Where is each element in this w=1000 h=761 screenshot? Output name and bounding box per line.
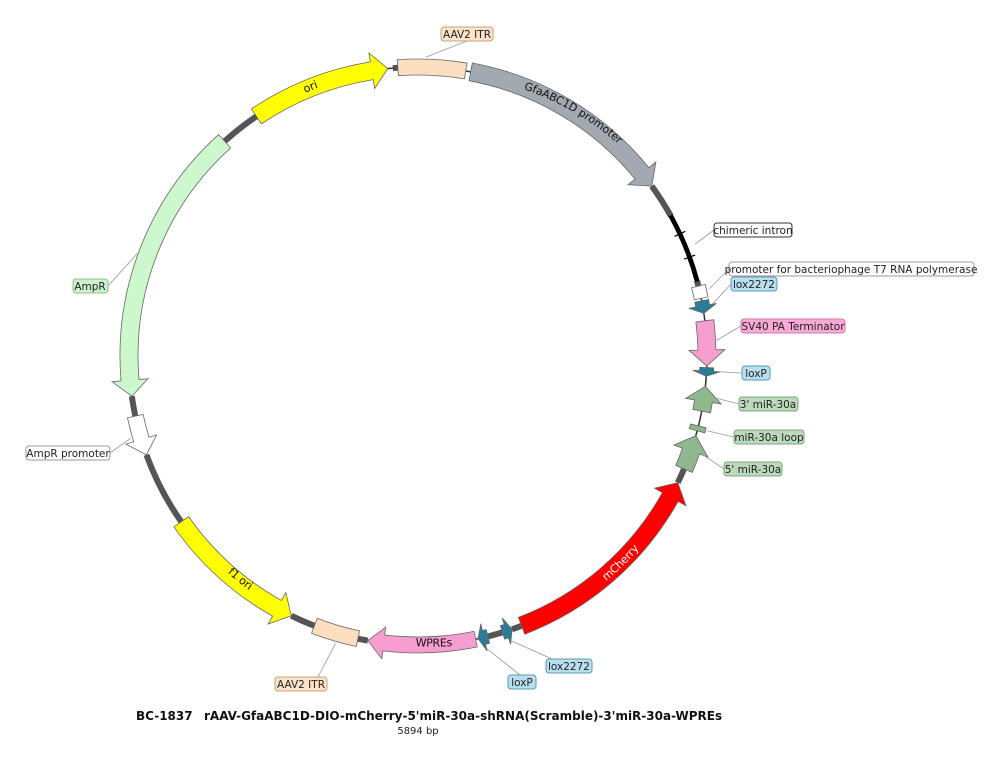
leader-line	[510, 640, 553, 660]
feature-ampr-promoter	[124, 413, 158, 456]
label-mir30a-loop: miR-30a loop	[733, 429, 805, 445]
label-3-mir30a-text: 3' miR-30a	[740, 399, 797, 411]
leader-line	[712, 283, 732, 305]
label-aav2-itr-top: AAV2 ITR	[440, 26, 494, 42]
leader-layer	[107, 40, 743, 678]
intron-tick	[683, 254, 696, 260]
label-lox2272-right-text: lox2272	[733, 279, 775, 291]
leader-line	[716, 371, 743, 374]
feature-label-gfaabc1d-text: GfaABC1D promoter	[523, 80, 626, 147]
leader-line	[716, 325, 742, 341]
plasmid-id: BC-1837	[136, 709, 193, 723]
label-ampr: AmpR	[72, 278, 109, 294]
feature-label-wpres: WPREs	[415, 636, 453, 650]
feature-5-mir-30a	[672, 435, 709, 473]
label-sv40-pa-terminator-text: SV40 PA Terminator	[741, 321, 845, 333]
feature-loxp	[692, 366, 721, 377]
backbone-segment	[649, 184, 674, 218]
backbone-segment	[487, 629, 504, 640]
label-sv40-pa-terminator: SV40 PA Terminator	[740, 318, 846, 334]
leader-line	[709, 268, 730, 290]
leader-line	[713, 397, 740, 405]
plasmid-size: 5894 bp	[397, 726, 438, 737]
feature-mcherry	[517, 482, 687, 635]
plasmid-name: rAAV-GfaABC1D-DIO-mCherry-5'miR-30a-shRN…	[204, 709, 722, 723]
label-t7-promoter-text: promoter for bacteriophage T7 RNA polyme…	[725, 264, 978, 276]
label-lox2272-right: lox2272	[730, 276, 778, 292]
feature-layer	[110, 51, 726, 660]
feature-label-wpres-text: WPREs	[415, 636, 453, 650]
feature-ampr	[110, 133, 232, 397]
leader-line	[107, 253, 138, 287]
feature-loxp	[477, 623, 491, 652]
label-loxp-bottom: loxP	[507, 674, 537, 690]
feature-lox2272	[499, 617, 513, 645]
feature-3-mir-30a	[684, 385, 723, 414]
leader-line	[485, 647, 521, 676]
label-mir30a-loop-text: miR-30a loop	[734, 432, 804, 444]
feature-label-ori: ori	[301, 78, 319, 95]
feature-chimeric-intron	[668, 214, 700, 283]
backbone-segment	[143, 453, 184, 524]
feature-aav2-itr	[396, 58, 468, 80]
feature-promoter-for-bacteriophage-t7-rna-polymerase	[691, 283, 709, 301]
label-3-mir30a: 3' miR-30a	[738, 396, 799, 412]
feature-lox2272	[688, 299, 717, 314]
backbone-segment	[392, 64, 399, 72]
feature-label-ori-text: ori	[301, 78, 319, 95]
label-aav2-itr-top-text: AAV2 ITR	[443, 29, 491, 41]
backbone-segment	[694, 280, 702, 287]
backbone-segment	[357, 635, 369, 644]
leader-line	[707, 430, 735, 438]
label-t7-promoter: promoter for bacteriophage T7 RNA polyme…	[725, 261, 978, 277]
feature-mir-30a-loop	[688, 423, 707, 434]
backbone-segment	[222, 113, 259, 144]
leader-line	[694, 229, 715, 245]
feature-sv40-pa-terminator	[687, 319, 726, 367]
label-5-mir30a: 5' miR-30a	[723, 461, 783, 477]
leader-line	[109, 438, 131, 454]
feature-f1-ori	[173, 516, 292, 625]
backbone-segment	[289, 613, 316, 629]
label-chimeric-intron-text: chimeric intron	[713, 225, 792, 237]
label-loxp-right: loxP	[741, 365, 771, 381]
label-lox2272-bottom: lox2272	[545, 658, 593, 674]
label-lox2272-bottom-text: lox2272	[548, 661, 590, 673]
label-aav2-itr-bottom: AAV2 ITR	[274, 676, 328, 692]
backbone-segment	[511, 623, 523, 633]
intron-tick	[674, 230, 686, 237]
feature-label-mcherry: mCherry	[600, 542, 642, 584]
backbone-segment	[675, 467, 687, 485]
leader-line	[317, 643, 336, 678]
label-loxp-right-text: loxP	[745, 368, 767, 380]
label-ampr-promoter-text: AmpR promoter	[26, 448, 110, 460]
label-5-mir30a-text: 5' miR-30a	[725, 464, 782, 476]
backbone-segment	[128, 395, 139, 417]
label-ampr-text: AmpR	[74, 281, 105, 293]
backbone-segments	[128, 64, 702, 644]
feature-gfaabc1d-promoter	[468, 62, 657, 187]
feature-aav2-itr	[311, 617, 361, 647]
leader-line	[425, 40, 468, 58]
feature-label-gfaabc1d-promoter: GfaABC1D promoter	[523, 80, 626, 147]
label-ampr-promoter: AmpR promoter	[25, 445, 111, 461]
label-chimeric-intron: chimeric intron	[713, 222, 793, 238]
label-aav2-itr-bottom-text: AAV2 ITR	[277, 679, 325, 691]
leader-line	[700, 453, 725, 470]
label-loxp-bottom-text: loxP	[511, 677, 533, 689]
feature-label-mcherry-text: mCherry	[600, 542, 642, 584]
feature-ori	[250, 51, 389, 125]
feature-wpres	[367, 626, 478, 660]
